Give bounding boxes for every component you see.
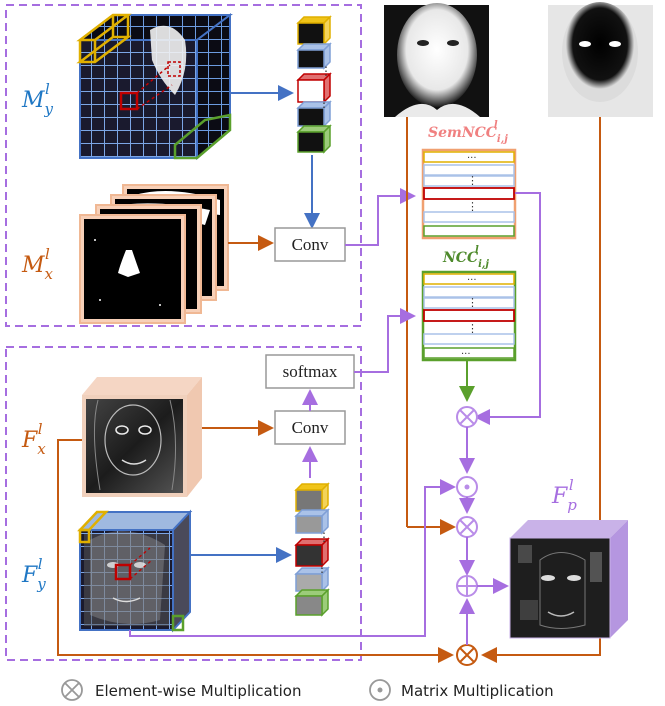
semncc-to-multiply-arrow [474,192,541,425]
attention-map-image-2 [548,2,653,117]
element-wise-op-1 [456,406,478,428]
f-x-to-final-multiply-arrow [57,439,454,663]
f-x-label: Fxl [21,420,46,458]
f-y-red-patch [114,563,132,581]
image2-to-final-arrow [481,117,601,663]
svg-text:⋮: ⋮ [320,64,332,78]
legend-element-wise-label: Element-wise Multiplication [95,682,301,700]
matrix-mult-op [456,476,478,498]
f-x-feature-cube [82,377,202,497]
attention-map-image-1 [384,3,489,117]
conv-top-box: Conv [274,227,346,262]
legend: Element-wise Multiplication Matrix Multi… [61,679,554,701]
m-x-label: Mxl [21,245,54,283]
svg-text:···: ··· [467,275,477,286]
m-y-label: Myl [21,80,54,118]
m-y-patch-vectors: ⋮ ⋮ [296,15,332,154]
ncc-label: NCCi,jl [442,245,489,270]
f-p-feature-cube [509,520,628,639]
f-y-green-patch [171,614,185,632]
f-y-to-matrix-mult-arrow [129,479,456,637]
legend-matrix-mult-icon [369,679,391,701]
final-element-wise-op [456,644,478,666]
softmax-box: softmax [265,354,355,389]
legend-element-wise-icon [61,679,83,701]
svg-text:⋮: ⋮ [318,530,330,544]
conv-bottom-box: Conv [274,410,346,445]
semncc-label: SemNCCi,jl [428,120,508,145]
softmax-to-ncc-arrow [354,308,416,373]
f-p-label: Fpl [551,476,577,514]
ncc-matrix: ··· ⋮ ⋮ ··· [421,270,517,362]
svg-text:Conv: Conv [292,418,329,437]
f-y-label: Fyl [21,555,46,593]
svg-text:···: ··· [461,349,471,360]
svg-text:⋮: ⋮ [467,296,478,309]
f-y-patch-vectors: ⋮ ⋮ [294,482,330,617]
legend-matrix-mult-label: Matrix Multiplication [401,682,554,700]
red-patch-marker [119,91,139,111]
svg-text:⋮: ⋮ [467,322,478,335]
m-y-feature-cube [76,12,233,161]
conv-to-semncc-arrow [345,188,416,246]
semncc-matrix: ··· ⋮ ⋮ [421,148,517,240]
svg-text:⋮: ⋮ [316,561,328,575]
svg-text:···: ··· [467,153,477,164]
svg-text:⋮: ⋮ [467,200,478,213]
svg-text:Conv: Conv [292,235,329,254]
m-x-mask-stack [79,184,229,324]
svg-text:⋮: ⋮ [467,174,478,187]
green-patch-marker [173,113,232,160]
add-op [456,575,478,597]
f-y-feature-cube [77,509,193,633]
bottom-group-border [5,346,362,661]
svg-text:softmax: softmax [283,362,338,381]
element-wise-op-2 [456,516,478,538]
svg-text:⋮: ⋮ [318,96,330,110]
